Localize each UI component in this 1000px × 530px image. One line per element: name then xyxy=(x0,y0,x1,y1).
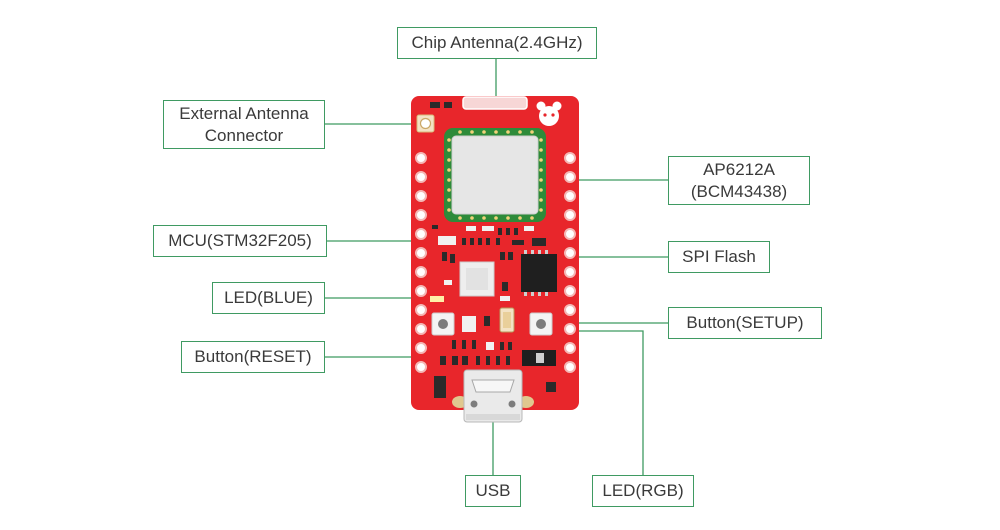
mcu-chip xyxy=(459,261,495,297)
setup-button xyxy=(529,312,553,336)
lower-components xyxy=(434,340,556,398)
external-antenna-connector-label: External Antenna Connector xyxy=(163,100,325,149)
power-switch xyxy=(522,350,556,366)
top-component xyxy=(444,102,452,108)
button-setup-label-text: Button(SETUP) xyxy=(686,313,804,332)
led-rgb-label: LED(RGB) xyxy=(592,475,694,507)
chip-antenna-label: Chip Antenna(2.4GHz) xyxy=(397,27,597,59)
passive-components xyxy=(432,225,546,301)
mcu-label: MCU(STM32F205) xyxy=(153,225,327,257)
ap6212a-label-line1: AP6212A xyxy=(703,159,775,179)
usb-label: USB xyxy=(465,475,521,507)
ap6212a-module xyxy=(444,128,546,222)
led-rgb xyxy=(499,307,515,333)
button-setup-label: Button(SETUP) xyxy=(668,307,822,339)
external-antenna-label-line1: External Antenna xyxy=(179,103,309,123)
usb-label-text: USB xyxy=(475,481,511,500)
led-rgb-label-text: LED(RGB) xyxy=(602,481,684,500)
spi-flash-label: SPI Flash xyxy=(668,241,770,273)
small-component xyxy=(462,316,476,332)
top-component xyxy=(430,102,440,108)
spi-flash-chip xyxy=(521,250,557,296)
button-reset-label-text: Button(RESET) xyxy=(194,347,312,366)
led-blue-label-text: LED(BLUE) xyxy=(224,288,313,307)
chip-antenna xyxy=(462,96,528,110)
ap6212a-label: AP6212A (BCM43438) xyxy=(668,156,810,205)
external-antenna-connector xyxy=(416,114,435,133)
chip-antenna-label-text: Chip Antenna(2.4GHz) xyxy=(411,33,583,52)
board xyxy=(411,96,579,423)
external-antenna-label-line2: Connector xyxy=(204,125,284,145)
mcu-label-text: MCU(STM32F205) xyxy=(168,231,312,250)
led-blue xyxy=(430,296,444,302)
usb-connector xyxy=(452,369,534,423)
small-component xyxy=(484,316,490,326)
reset-button xyxy=(431,312,455,336)
spi-flash-label-text: SPI Flash xyxy=(682,247,756,266)
button-reset-label: Button(RESET) xyxy=(181,341,325,373)
bear-logo-icon xyxy=(536,101,562,126)
right-pins xyxy=(564,152,576,373)
led-blue-label: LED(BLUE) xyxy=(212,282,325,314)
ap6212a-label-line2: (BCM43438) xyxy=(690,181,788,201)
left-pins xyxy=(415,152,427,373)
